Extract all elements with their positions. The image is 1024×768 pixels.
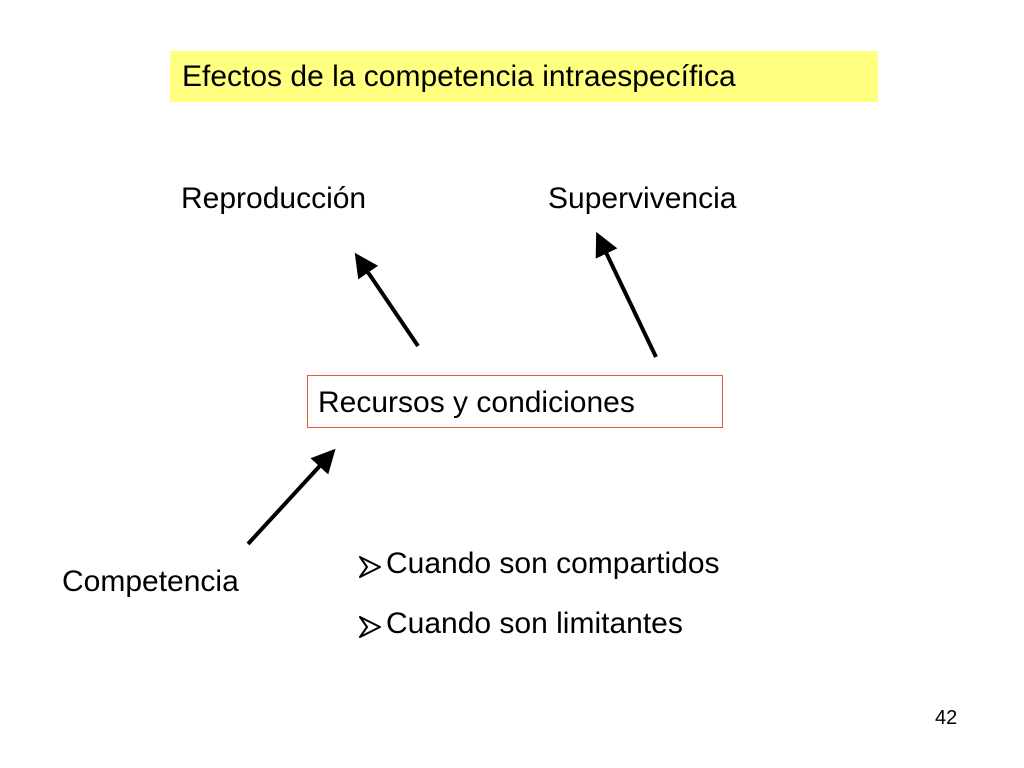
node-reproduccion: Reproducción (181, 182, 367, 215)
arrow-to-recursos (246, 448, 336, 546)
arrow-bullet-icon (358, 612, 386, 648)
bullet-text: Cuando son compartidos (386, 547, 720, 580)
title-box: Efectos de la competencia intraespecífic… (170, 51, 878, 102)
arrow-to-reproduccion (354, 252, 420, 348)
arrow-to-supervivencia (595, 231, 658, 358)
page-number: 42 (935, 707, 958, 729)
node-competencia: Competencia (62, 565, 239, 598)
slide-title: Efectos de la competencia intraespecífic… (182, 60, 736, 93)
list-item: Cuando son limitantes (358, 606, 720, 666)
arrow-bullet-icon (358, 552, 386, 588)
recursos-box: Recursos y condiciones (307, 375, 723, 428)
node-recursos: Recursos y condiciones (318, 386, 635, 419)
node-supervivencia: Supervivencia (548, 182, 737, 215)
bullet-list: Cuando son compartidos Cuando son limita… (358, 546, 720, 666)
list-item: Cuando son compartidos (358, 546, 720, 606)
bullet-text: Cuando son limitantes (386, 607, 683, 640)
